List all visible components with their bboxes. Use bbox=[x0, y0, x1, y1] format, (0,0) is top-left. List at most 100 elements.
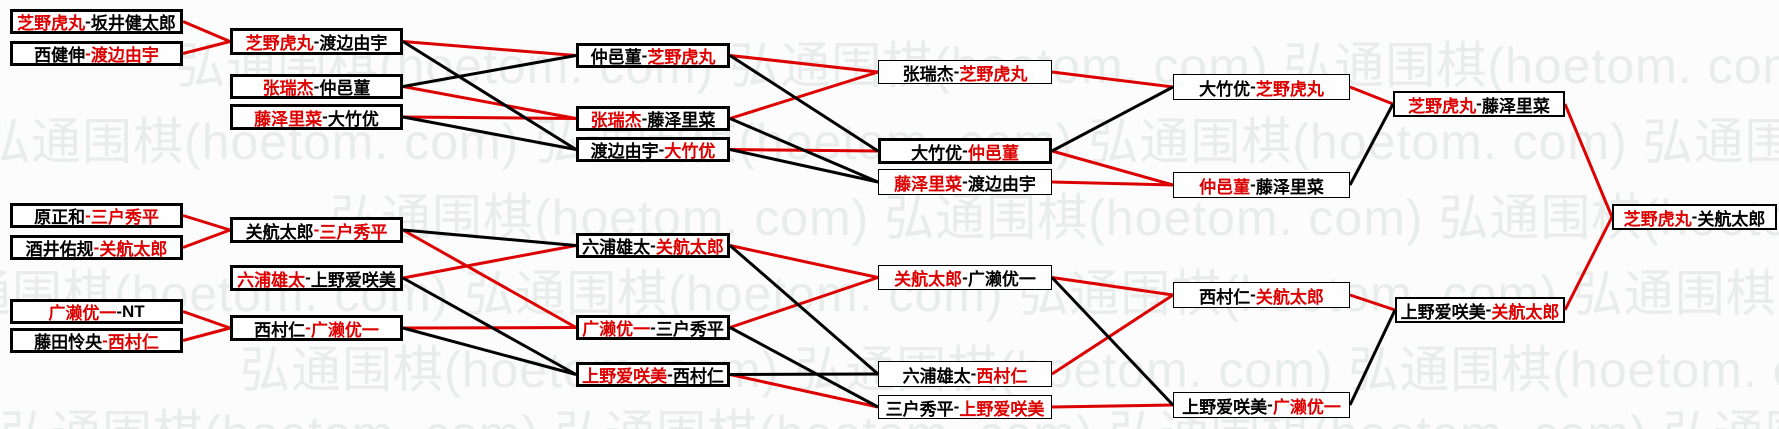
player-name-right: 上野爱咲美 bbox=[310, 270, 396, 290]
player-name-left: 藤田怜央 bbox=[34, 333, 103, 352]
player-name-left: 上野爱咲美 bbox=[1182, 397, 1268, 417]
vs-separator: - bbox=[962, 172, 968, 191]
connector-line-win bbox=[182, 40, 231, 55]
player-name-right: 三户秀平 bbox=[319, 222, 388, 242]
player-name-right: 关航太郎 bbox=[655, 238, 724, 257]
player-name-left: 六浦雄太 bbox=[237, 270, 306, 290]
player-name-left: 芝野虎丸 bbox=[1408, 96, 1477, 116]
vs-separator: - bbox=[85, 11, 91, 31]
connector-line-win bbox=[182, 228, 231, 249]
player-name-left: 六浦雄太 bbox=[582, 238, 651, 257]
player-name-right: 藤泽里菜 bbox=[647, 111, 716, 130]
match-box: 藤泽里菜-大竹优 bbox=[230, 104, 403, 130]
connector-line-win bbox=[729, 244, 879, 279]
player-name-right: 上野爱咲美 bbox=[959, 399, 1045, 419]
player-name-left: 张瑞杰 bbox=[902, 64, 954, 84]
match-box: 渡边由宇-大竹优 bbox=[576, 137, 730, 162]
player-name-left: 张瑞杰 bbox=[262, 79, 314, 98]
connector-line-loss bbox=[729, 117, 879, 184]
connector-line-win bbox=[729, 373, 879, 409]
connector-line-loss bbox=[729, 372, 879, 376]
vs-separator: - bbox=[1485, 300, 1492, 319]
match-box: 芝野虎丸-渡边由宇 bbox=[230, 28, 403, 55]
vs-separator: - bbox=[641, 45, 648, 65]
player-name-left: 大竹优 bbox=[1199, 79, 1251, 99]
player-name-right: 大竹优 bbox=[327, 109, 379, 129]
player-name-left: 西村仁 bbox=[1199, 287, 1251, 307]
vs-separator: - bbox=[305, 318, 311, 337]
match-box: 张瑞杰-藤泽里菜 bbox=[576, 106, 730, 131]
vs-separator: - bbox=[970, 364, 977, 383]
connector-line-win bbox=[1051, 276, 1174, 297]
match-box: 上野爱咲美-关航太郎 bbox=[1395, 297, 1565, 323]
vs-separator: - bbox=[1691, 207, 1698, 226]
match-box: 芝野虎丸-关航太郎 bbox=[1612, 204, 1777, 230]
connector-line-win bbox=[182, 20, 231, 43]
player-name-right: 仲邑菫 bbox=[319, 79, 371, 98]
player-name-left: 关航太郎 bbox=[894, 270, 963, 289]
player-name-left: 仲邑菫 bbox=[590, 48, 642, 67]
connector-line-win bbox=[1051, 180, 1174, 187]
vs-separator: - bbox=[1267, 395, 1273, 414]
vs-separator: - bbox=[322, 107, 328, 126]
match-box: 原正和-三户秀平 bbox=[10, 203, 183, 228]
vs-separator: - bbox=[667, 364, 673, 384]
connector-line-loss bbox=[1050, 276, 1175, 407]
connector-line-loss bbox=[1348, 103, 1395, 186]
match-box: 酒井佑规-关航太郎 bbox=[10, 235, 183, 260]
vs-separator: - bbox=[650, 235, 656, 255]
match-box: 西村仁-关航太郎 bbox=[1173, 282, 1350, 308]
player-name-right: NT bbox=[122, 301, 145, 321]
match-box: 大竹优-芝野虎丸 bbox=[1173, 74, 1350, 100]
match-box: 六浦雄太-上野爱咲美 bbox=[230, 265, 403, 291]
player-name-left: 关航太郎 bbox=[245, 222, 314, 242]
connector-line-loss bbox=[402, 228, 577, 247]
player-name-right: 广濑优一 bbox=[1272, 397, 1341, 417]
vs-separator: - bbox=[85, 43, 91, 63]
player-name-left: 酒井佑规 bbox=[25, 240, 94, 259]
player-name-right: 仲邑菫 bbox=[967, 143, 1019, 163]
vs-separator: - bbox=[313, 76, 320, 96]
vs-separator: - bbox=[102, 330, 108, 350]
connector-line-loss bbox=[729, 54, 879, 153]
vs-separator: - bbox=[305, 268, 311, 287]
match-box: 关航太郎-广濑优一 bbox=[878, 265, 1052, 290]
connector-line-loss bbox=[402, 40, 577, 151]
vs-separator: - bbox=[1250, 175, 1256, 194]
player-name-left: 藤泽里菜 bbox=[894, 174, 963, 194]
connector-line-win bbox=[402, 85, 577, 120]
match-box: 藤泽里菜-渡边由宇 bbox=[878, 169, 1052, 195]
player-name-right: 芝野虎丸 bbox=[647, 48, 716, 67]
player-name-left: 原正和 bbox=[34, 208, 86, 227]
player-name-left: 三户秀平 bbox=[885, 399, 954, 419]
vs-separator: - bbox=[1250, 77, 1256, 96]
vs-separator: - bbox=[116, 301, 122, 321]
connector-line-win bbox=[182, 214, 231, 232]
match-box: 西村仁-广濑优一 bbox=[230, 315, 403, 341]
connector-line-win bbox=[1051, 403, 1174, 409]
connector-line-loss bbox=[729, 244, 879, 376]
match-box: 广濑优一-三户秀平 bbox=[576, 315, 730, 340]
connector-line-win bbox=[402, 228, 577, 329]
vs-separator: - bbox=[313, 220, 320, 239]
vs-separator: - bbox=[658, 139, 665, 159]
connector-line-loss bbox=[402, 276, 577, 376]
match-box: 张瑞杰-芝野虎丸 bbox=[878, 60, 1052, 84]
connector-line-win bbox=[729, 276, 879, 329]
match-box: 上野爱咲美-西村仁 bbox=[576, 362, 730, 387]
match-box: 关航太郎-三户秀平 bbox=[230, 217, 403, 243]
player-name-left: 仲邑菫 bbox=[1199, 177, 1251, 197]
connector-line-loss bbox=[1348, 309, 1397, 406]
match-box: 张瑞杰-仲邑菫 bbox=[230, 74, 403, 99]
player-name-right: 西村仁 bbox=[976, 366, 1028, 386]
connector-line-win bbox=[1349, 85, 1394, 106]
player-name-left: 上野爱咲美 bbox=[582, 367, 668, 386]
player-name-left: 上野爱咲美 bbox=[1400, 302, 1486, 322]
match-box: 藤田怜央-西村仁 bbox=[10, 328, 183, 353]
connector-line-loss bbox=[729, 326, 879, 409]
player-name-right: 西村仁 bbox=[107, 333, 159, 352]
watermark-text: 弘通围棋(hoetom. com) 弘通围棋(hoetom. com) 弘通围棋… bbox=[330, 190, 1779, 246]
player-name-left: 渡边由宇 bbox=[590, 142, 659, 161]
player-name-right: 大竹优 bbox=[664, 142, 716, 161]
